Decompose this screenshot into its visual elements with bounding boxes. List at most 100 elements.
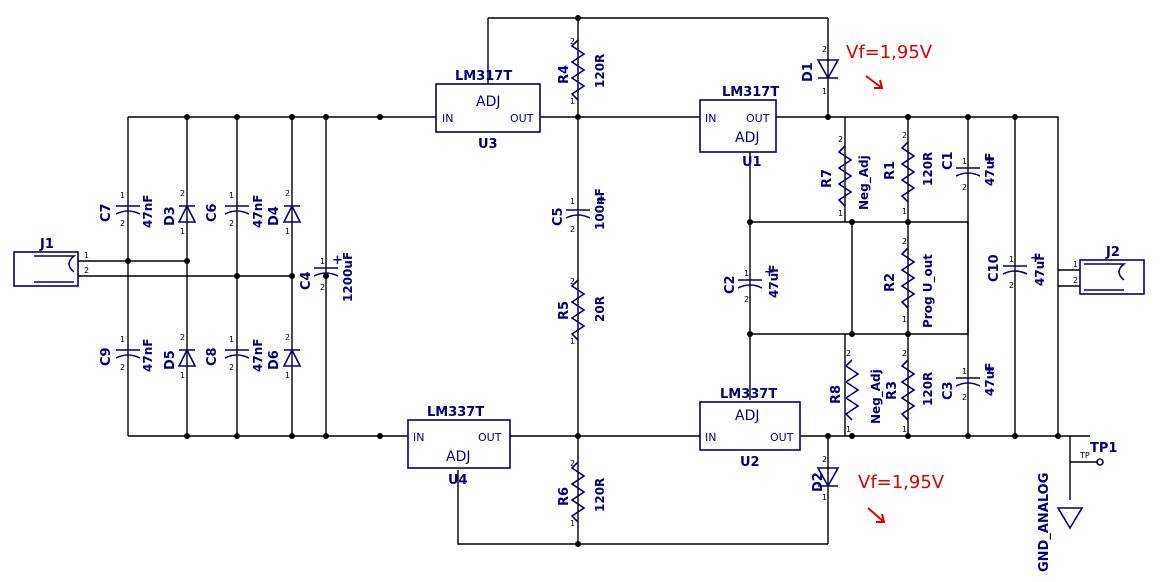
r1-ref: R1 <box>883 161 898 180</box>
u2-ref: U2 <box>740 455 760 470</box>
u4-part: LM337T <box>427 405 484 420</box>
capacitor-c10: C10 47uF <box>987 253 1047 286</box>
d5-ref: D5 <box>163 350 178 370</box>
svg-text:1: 1 <box>570 337 575 346</box>
d4-ref: D4 <box>267 206 282 226</box>
regulator-u2: ADJ IN OUT LM337T U2 <box>699 387 801 470</box>
j1-ref: J1 <box>39 237 54 252</box>
capacitor-c3: C3 47uF <box>941 363 997 400</box>
diode-d5: D5 <box>163 348 197 370</box>
c6-ref: C6 <box>205 203 220 222</box>
c7-ref: C7 <box>99 203 114 222</box>
svg-text:2: 2 <box>822 45 827 54</box>
svg-text:+: + <box>984 153 995 168</box>
svg-text:2: 2 <box>180 333 185 342</box>
diode-d2: D2 <box>811 467 840 492</box>
r5-ref: R5 <box>557 301 572 320</box>
svg-text:1: 1 <box>120 191 125 200</box>
gnd-label: GND_ANALOG <box>1037 473 1052 572</box>
svg-text:1: 1 <box>822 87 827 96</box>
c4-value: 1200uF <box>341 252 355 302</box>
svg-text:+: + <box>984 363 995 378</box>
svg-text:2: 2 <box>902 349 907 358</box>
u1-adj-pin: ADJ <box>735 130 760 146</box>
c5-ref: C5 <box>551 207 566 226</box>
capacitor-c4: C4 1200uF <box>299 252 355 302</box>
capacitor-c2: C2 47uF <box>723 265 781 298</box>
u2-part: LM337T <box>720 387 777 402</box>
r2-ref: R2 <box>883 273 898 292</box>
c10-ref: C10 <box>987 254 1002 282</box>
svg-text:2: 2 <box>285 189 290 198</box>
svg-text:2: 2 <box>570 459 575 468</box>
svg-text:2: 2 <box>846 349 851 358</box>
svg-text:+: + <box>332 253 343 268</box>
svg-text:2: 2 <box>822 455 827 464</box>
svg-text:1: 1 <box>570 197 575 206</box>
u3-adj-pin: ADJ <box>476 94 501 110</box>
wires <box>78 17 1098 545</box>
polarity-marks: + + + + + + <box>332 153 1041 378</box>
r6-ref: R6 <box>557 487 572 506</box>
connector-j1: J1 1 2 <box>13 237 89 287</box>
resistor-r7: R7 Neg_Adj <box>820 145 872 210</box>
connector-j2: J2 1 2 <box>1073 245 1145 295</box>
j2-ref: J2 <box>1105 245 1120 260</box>
annotation-d2-vf: Vf=1,95V <box>858 472 945 523</box>
resistor-r1: R1 120R <box>883 141 935 203</box>
u1-in-pin: IN <box>705 112 716 125</box>
svg-text:+: + <box>1030 251 1041 266</box>
diode-d1: D1 <box>801 59 840 82</box>
svg-text:2: 2 <box>180 189 185 198</box>
r5-value: 20R <box>593 296 607 322</box>
capacitor-c7: C7 47nF <box>99 195 155 228</box>
svg-text:1: 1 <box>180 371 185 380</box>
c10-value: 47uF <box>1033 253 1047 286</box>
u3-in-pin: IN <box>442 112 453 125</box>
r8-value: Neg_Adj <box>869 369 884 424</box>
svg-text:2: 2 <box>285 333 290 342</box>
u4-in-pin: IN <box>413 431 424 444</box>
u1-out-pin: OUT <box>746 112 770 125</box>
svg-text:1: 1 <box>320 257 325 266</box>
regulator-u3: ADJ IN OUT LM317T U3 <box>435 69 541 152</box>
resistor-r2: R2 Prog U_out <box>883 247 936 328</box>
svg-text:1: 1 <box>838 209 843 218</box>
capacitor-c8: C8 47nF <box>205 339 265 372</box>
svg-text:+: + <box>764 265 775 280</box>
u4-out-pin: OUT <box>478 431 502 444</box>
resistor-r5: R5 20R <box>557 279 607 341</box>
tp1-tag: TP <box>1079 451 1090 460</box>
svg-text:1: 1 <box>1073 260 1078 269</box>
svg-text:1: 1 <box>285 227 290 236</box>
d6-ref: D6 <box>267 350 282 370</box>
resistor-r4: R4 120R <box>557 39 607 101</box>
svg-text:2: 2 <box>744 295 749 304</box>
c6-value: 47nF <box>251 195 265 228</box>
r8-ref: R8 <box>829 385 844 404</box>
resistor-r3: R3 120R <box>885 359 935 421</box>
d2-ref: D2 <box>811 472 826 492</box>
svg-text:1: 1 <box>962 157 967 166</box>
test-point-tp1: TP1 TP <box>1079 441 1117 466</box>
svg-text:2: 2 <box>902 237 907 246</box>
c4-ref: C4 <box>299 271 314 290</box>
u1-ref: U1 <box>742 155 762 170</box>
u3-part: LM317T <box>455 69 512 84</box>
svg-text:1: 1 <box>285 371 290 380</box>
svg-text:2: 2 <box>229 363 234 372</box>
c7-value: 47nF <box>141 195 155 228</box>
d1-vf-label: Vf=1,95V <box>846 42 933 63</box>
svg-text:2: 2 <box>570 225 575 234</box>
u3-out-pin: OUT <box>510 112 534 125</box>
diode-d3: D3 <box>163 204 197 226</box>
u3-ref: U3 <box>478 137 498 152</box>
u1-part: LM317T <box>722 85 779 100</box>
svg-text:+: + <box>596 193 607 208</box>
svg-text:2: 2 <box>229 219 234 228</box>
capacitor-c9: C9 47nF <box>99 339 155 372</box>
svg-text:1: 1 <box>962 367 967 376</box>
annotation-d1-vf: Vf=1,95V <box>846 42 933 89</box>
